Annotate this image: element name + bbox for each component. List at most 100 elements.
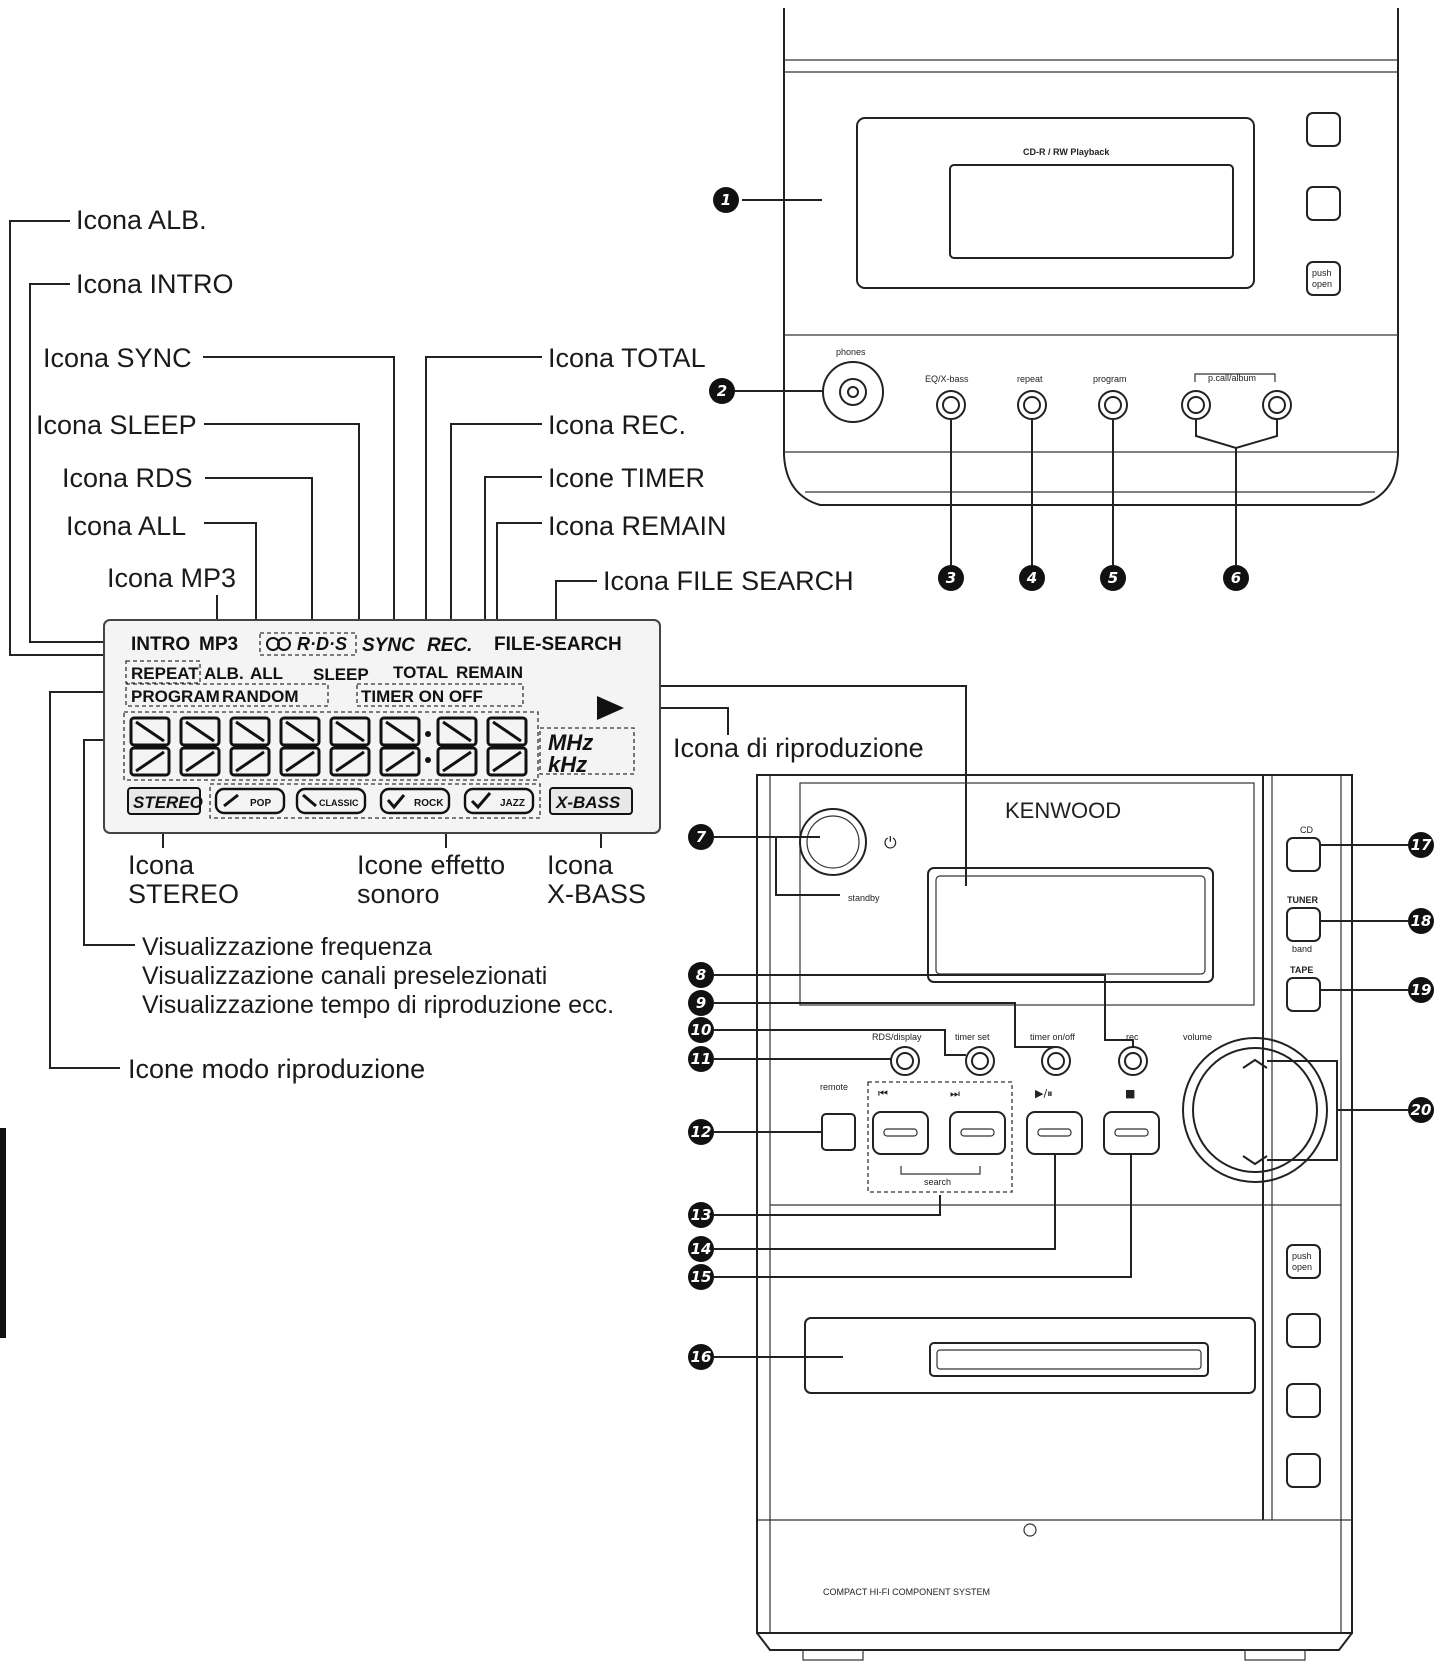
top-unit-push-open-button[interactable] xyxy=(1306,261,1341,296)
tape-side-button-3[interactable] xyxy=(1286,1453,1321,1488)
top-unit-display-window xyxy=(949,164,1234,259)
phones-jack[interactable] xyxy=(839,378,867,406)
top-unit-phones-label: phones xyxy=(836,347,866,357)
label-xbass-2: X-BASS xyxy=(547,879,646,909)
search-group-box xyxy=(867,1081,1013,1193)
label-remain: Icona REMAIN xyxy=(548,511,727,541)
svg-text:13: 13 xyxy=(691,1206,712,1224)
svg-text:11: 11 xyxy=(691,1050,712,1068)
main-unit-bottom-label: COMPACT HI-FI COMPONENT SYSTEM xyxy=(823,1587,990,1597)
play-pause-icon: ▶/⏸ xyxy=(1035,1087,1053,1100)
label-timer: Icone TIMER xyxy=(548,463,705,493)
lcd-rds-disc-icon-2 xyxy=(277,637,291,651)
volume-knob[interactable] xyxy=(1192,1047,1318,1173)
label-mp3: Icona MP3 xyxy=(107,563,236,593)
stop-button[interactable] xyxy=(1103,1111,1160,1155)
tape-side-button-1[interactable] xyxy=(1286,1313,1321,1348)
program-button[interactable] xyxy=(1098,390,1128,420)
play-pause-button[interactable] xyxy=(1026,1111,1083,1155)
lcd-rec: REC. xyxy=(427,635,472,656)
svg-text:9: 9 xyxy=(696,994,706,1012)
cd-label: CD xyxy=(1300,825,1313,835)
svg-text:14: 14 xyxy=(691,1240,712,1258)
timer-set-button[interactable] xyxy=(965,1046,995,1076)
lcd-digit-3 xyxy=(229,716,271,777)
svg-text:20: 20 xyxy=(1411,1101,1432,1119)
callout-13: 13 xyxy=(688,1202,714,1228)
lcd-jazz-icon xyxy=(470,792,492,810)
rec-button[interactable] xyxy=(1118,1046,1148,1076)
label-intro: Icona INTRO xyxy=(76,269,234,299)
line-play-to-display xyxy=(659,685,967,886)
rds-display-button[interactable] xyxy=(890,1046,920,1076)
tape-push-label: push xyxy=(1292,1251,1312,1261)
callout-line-10 xyxy=(714,1029,966,1056)
callout-17: 17 xyxy=(1408,832,1434,858)
label-stereo-1: Icona xyxy=(128,850,195,880)
callout-11: 11 xyxy=(688,1046,714,1072)
volume-up-icon[interactable] xyxy=(1242,1058,1268,1069)
lcd-sleep: SLEEP xyxy=(313,665,369,684)
label-stereo-2: STEREO xyxy=(128,879,239,909)
lcd-play-icon xyxy=(597,696,624,720)
lcd-mhz: MHz xyxy=(548,730,593,755)
tuner-label: TUNER xyxy=(1287,895,1318,905)
label-file-search: Icona FILE SEARCH xyxy=(603,566,854,596)
lcd-repeat-box xyxy=(125,660,201,684)
remote-sensor xyxy=(821,1113,856,1151)
lcd-total: TOTAL xyxy=(393,663,448,682)
tape-button[interactable] xyxy=(1286,977,1321,1012)
label-freq-2: Visualizzazione canali preselezionati xyxy=(142,962,547,990)
tape-label: TAPE xyxy=(1290,965,1313,975)
lcd-colon-dot xyxy=(425,757,431,763)
lcd-mp3: MP3 xyxy=(199,634,238,655)
top-unit-eq-label: EQ/X-bass xyxy=(925,374,969,384)
label-effect-2: sonoro xyxy=(357,879,440,909)
callout-line-6-bracket xyxy=(1195,420,1278,450)
repeat-button[interactable] xyxy=(1017,390,1047,420)
volume-down-icon[interactable] xyxy=(1242,1155,1268,1166)
prev-button-bar xyxy=(883,1128,918,1137)
eq-xbass-button[interactable] xyxy=(936,390,966,420)
lcd-digit-1 xyxy=(129,716,171,777)
prev-button[interactable] xyxy=(872,1111,929,1155)
remote-label: remote xyxy=(820,1082,848,1092)
lcd-rock: ROCK xyxy=(414,798,444,809)
callout-3: 3 xyxy=(938,565,964,591)
pcall-down-button[interactable] xyxy=(1181,390,1211,420)
pcall-up-button[interactable] xyxy=(1262,390,1292,420)
svg-text:4: 4 xyxy=(1026,569,1037,587)
line-intro xyxy=(29,283,118,643)
lcd-xbass-box xyxy=(549,787,633,815)
lcd-classic-icon xyxy=(302,793,317,808)
svg-text:2: 2 xyxy=(717,382,727,400)
top-unit-open-label: open xyxy=(1312,279,1332,289)
svg-text:17: 17 xyxy=(1411,836,1432,854)
callout-line-15 xyxy=(714,1154,1132,1278)
standby-power-button[interactable] xyxy=(799,808,867,876)
tape-push-open-button[interactable] xyxy=(1286,1244,1321,1279)
callout-8: 8 xyxy=(688,962,714,988)
lcd-jazz: JAZZ xyxy=(500,798,525,809)
top-unit: CD-R / RW Playback push open phones EQ/X… xyxy=(734,8,1399,565)
timer-onoff-label: timer on/off xyxy=(1030,1032,1075,1042)
label-total: Icona TOTAL xyxy=(548,343,706,373)
rds-display-label: RDS/display xyxy=(872,1032,922,1042)
callout-19: 19 xyxy=(1408,977,1434,1003)
lcd-colon-dot xyxy=(425,731,431,737)
top-unit-base xyxy=(783,454,1399,506)
tuner-button[interactable] xyxy=(1286,907,1321,942)
lcd-all: ALL xyxy=(250,664,283,683)
main-unit-display-inner xyxy=(935,875,1206,975)
lcd-digit-4 xyxy=(279,716,321,777)
top-unit-side-button-2[interactable] xyxy=(1306,186,1341,221)
timer-onoff-button[interactable] xyxy=(1041,1046,1071,1076)
tape-side-button-2[interactable] xyxy=(1286,1383,1321,1418)
callout-line-14 xyxy=(714,1154,1056,1250)
cd-button[interactable] xyxy=(1286,837,1321,872)
top-unit-side-button-1[interactable] xyxy=(1306,112,1341,147)
svg-text:18: 18 xyxy=(1411,912,1432,930)
next-button[interactable] xyxy=(949,1111,1006,1155)
line-mode xyxy=(49,691,120,1069)
